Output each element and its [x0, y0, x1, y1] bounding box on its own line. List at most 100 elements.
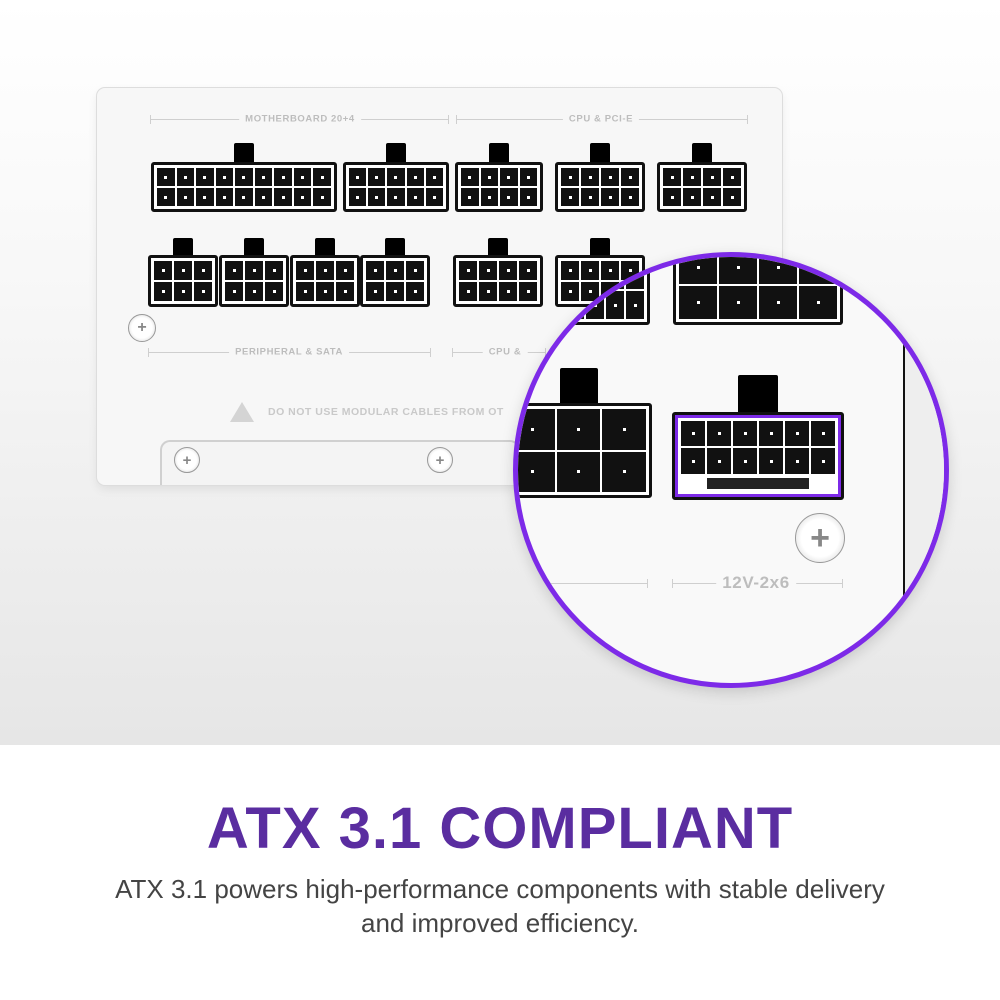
connector-latch: [488, 238, 508, 258]
connector-pin: [215, 188, 234, 206]
connector: [290, 255, 360, 307]
connector-pin: [621, 168, 639, 186]
connector-pin: [406, 168, 424, 186]
connector: [453, 255, 543, 307]
connector-pin: [368, 188, 386, 206]
connector-pin: [349, 188, 367, 206]
section-label: PERIPHERAL & SATA: [229, 346, 349, 358]
connector-pin: [296, 261, 314, 280]
connector-pin: [480, 188, 498, 206]
connector: [151, 162, 337, 212]
connector-pin: [245, 261, 263, 280]
connector-pin: [316, 261, 334, 280]
connector-pin: [174, 282, 192, 301]
warning-triangle-icon: [230, 402, 254, 422]
connector-pin: [723, 168, 741, 186]
connector-pin: [759, 448, 783, 474]
connector-pin: [176, 168, 195, 186]
screw-icon: +: [795, 513, 845, 563]
connector-pin: [561, 168, 579, 186]
connector-pin: [254, 168, 273, 186]
connector-pin: [799, 286, 837, 319]
connector-pin: [194, 261, 212, 280]
connector-pin: [566, 291, 584, 319]
panel-edge: [903, 257, 905, 625]
connector-pin: [621, 188, 639, 206]
rule-tick: [747, 115, 748, 124]
connector-pin: [157, 188, 175, 206]
connector-pin: [459, 261, 477, 280]
connector-pin: [406, 261, 424, 280]
rule-tick: [842, 579, 843, 588]
connector-pin: [581, 168, 599, 186]
connector: [148, 255, 218, 307]
description-line-1: ATX 3.1 powers high-performance componen…: [115, 874, 885, 904]
connector: [343, 162, 449, 212]
connector-latch: [173, 238, 193, 258]
headline: ATX 3.1 COMPLIANT: [206, 796, 794, 861]
connector-pin: [556, 409, 601, 450]
connector-pin: [561, 188, 579, 206]
connector-pin: [296, 282, 314, 301]
connector-pin: [293, 188, 312, 206]
connector: [673, 257, 843, 325]
rule-tick: [456, 115, 457, 124]
connector-latch: [315, 238, 335, 258]
connector-pin: [679, 286, 717, 319]
connector-pin: [785, 448, 809, 474]
connector-pin: [601, 168, 619, 186]
connector-pin: [519, 168, 537, 186]
connector-pin: [733, 448, 757, 474]
connector-pin: [519, 261, 537, 280]
connector-pin: [225, 261, 243, 280]
connector-pin: [499, 261, 517, 280]
connector-pin: [679, 257, 717, 284]
connector-pin: [663, 188, 681, 206]
connector-pin: [681, 448, 705, 474]
connector: [219, 255, 289, 307]
connector-pin: [811, 448, 835, 474]
warning-text: DO NOT USE MODULAR CABLES FROM OT: [268, 406, 504, 418]
connector-pin: [154, 261, 172, 280]
connector-pin: [586, 261, 604, 289]
connector-pin: [235, 188, 253, 206]
panel-side: [905, 257, 944, 683]
connector-pin: [387, 188, 405, 206]
connector-pin: [406, 188, 424, 206]
connector-pin: [719, 286, 757, 319]
connector-pin: [313, 168, 331, 186]
connector-latch: [489, 143, 509, 165]
connector-pin: [719, 257, 757, 284]
connector-pin: [663, 168, 681, 186]
connector-pin: [566, 261, 584, 289]
connector-pin: [406, 282, 424, 301]
connector-pin: [606, 261, 624, 289]
connector-pin: [386, 261, 404, 280]
connector: [518, 403, 652, 498]
connector-pin: [336, 261, 354, 280]
connector-pin: [601, 188, 619, 206]
connector-pin: [683, 168, 701, 186]
connector-pin: [174, 261, 192, 280]
connector: [672, 412, 844, 500]
sense-pins: [707, 477, 809, 489]
connector-latch: [559, 368, 598, 406]
connector-pin: [313, 188, 331, 206]
description: ATX 3.1 powers high-performance componen…: [0, 872, 1000, 940]
connector-latch: [244, 238, 264, 258]
connector-pin: [602, 409, 646, 450]
connector-pin: [759, 421, 783, 447]
connector-pin: [519, 282, 537, 301]
section-label: CPU &: [482, 346, 528, 358]
connector-pin: [759, 286, 797, 319]
connector-pin: [759, 257, 797, 284]
screw-icon: +: [174, 447, 200, 473]
connector-pin: [274, 188, 292, 206]
rule-tick: [430, 348, 431, 357]
rule-tick: [448, 115, 449, 124]
connector-pin: [519, 188, 537, 206]
connector-pin: [606, 291, 624, 319]
connector-pin: [196, 188, 214, 206]
connector-pin: [602, 451, 646, 492]
connector-latch: [590, 143, 610, 165]
